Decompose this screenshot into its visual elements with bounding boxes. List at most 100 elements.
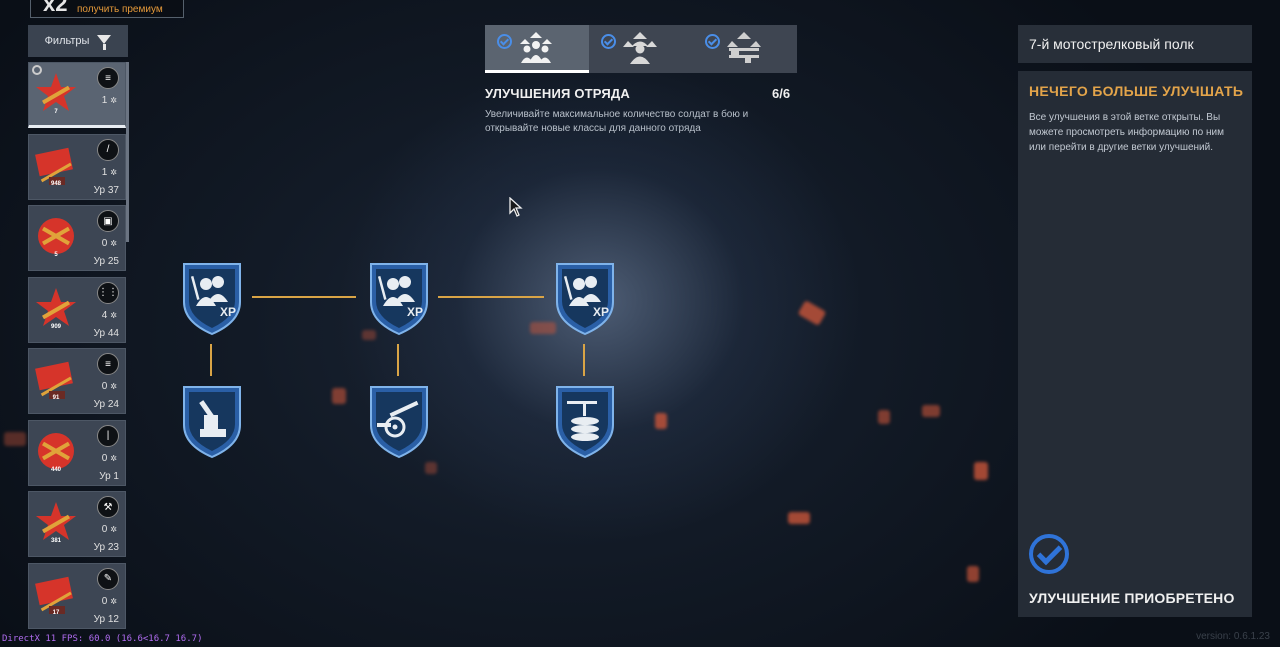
ember — [655, 413, 667, 429]
squad-emblem-number: 948 — [50, 180, 61, 187]
purchased-check-icon — [1029, 534, 1069, 574]
squad-card[interactable]: 948 / 1✲ Ур 37 — [28, 133, 126, 200]
ember — [878, 410, 890, 424]
squad-count: 1✲ — [102, 167, 117, 178]
squad-emblem-icon — [36, 287, 76, 326]
gear-icon: ✲ — [110, 167, 117, 177]
squad-level: Ур 23 — [93, 542, 119, 553]
squad-card[interactable]: 381 ⚒ 0✲ Ур 23 — [28, 491, 126, 557]
squad-level: Ур 37 — [93, 184, 119, 196]
squad-count-value: 0 — [101, 452, 108, 464]
squad-count-value: 0 — [101, 595, 108, 607]
tab-weapon-upgrades[interactable] — [693, 25, 797, 73]
squad-count-value: 4 — [101, 309, 108, 321]
squad-emblem-number: 909 — [50, 323, 61, 330]
purchase-status: УЛУЧШЕНИЕ ПРИОБРЕТЕНО — [1029, 590, 1235, 606]
gear-icon: ✲ — [110, 525, 117, 534]
squad-card[interactable]: 440 | 0✲ Ур 1 — [28, 419, 126, 486]
squad-card[interactable]: 909 ⋮⋮ 4✲ Ур 44 — [28, 276, 126, 343]
ember — [530, 322, 556, 334]
filters-label: Фильтры — [44, 35, 90, 47]
svg-text:XP: XP — [407, 305, 423, 319]
gear-icon: ✲ — [110, 310, 117, 320]
soldier-upgrade-icon — [623, 32, 657, 64]
upgrade-node-squad-xp-icon[interactable]: XP — [553, 262, 617, 336]
squad-level: Ур 1 — [99, 470, 119, 482]
tree-connector — [583, 344, 585, 376]
squad-card[interactable]: 17✎0✲Ур 12 — [28, 562, 126, 629]
svg-text:XP: XP — [220, 305, 236, 319]
squad-emblem-icon — [36, 73, 76, 111]
upgrades-description: Увеличивайте максимальное количество сол… — [485, 109, 749, 134]
ember — [922, 405, 940, 417]
squad-emblem-number: 440 — [50, 466, 61, 473]
premium-badge[interactable]: x2 получить премиум — [30, 0, 184, 18]
squad-count: 0✲ — [102, 381, 117, 392]
medal-icon — [32, 65, 42, 75]
upgrade-node-anti-aircraft-gun-icon[interactable] — [180, 385, 244, 459]
squad-emblem-icon — [36, 502, 76, 540]
ember — [332, 388, 346, 404]
squad-emblem-number: 5 — [54, 252, 58, 258]
squad-count-value: 1 — [101, 95, 108, 106]
squad-count: 0✲ — [102, 524, 117, 535]
squad-count: 4✲ — [102, 310, 117, 321]
squad-emblem-icon — [38, 218, 74, 254]
gear-icon: ✲ — [110, 453, 117, 463]
squad-card[interactable]: 7 ≡ 1✲ — [28, 62, 126, 128]
squad-level: Ур 25 — [93, 256, 119, 267]
tab-squad-upgrades[interactable] — [485, 25, 589, 73]
squad-level: Ур 44 — [93, 327, 119, 339]
check-icon — [705, 34, 720, 49]
ember — [788, 512, 810, 524]
tree-connector — [438, 296, 544, 298]
upgrade-node-machine-gun-sandbags-icon[interactable] — [553, 385, 617, 459]
upgrade-node-squad-xp-icon[interactable]: XP — [180, 262, 244, 336]
squad-card[interactable]: 91≡0✲Ур 24 — [28, 348, 126, 414]
list-icon: ≡ — [97, 67, 119, 89]
upgrades-count: 6/6 — [772, 86, 791, 101]
ember — [425, 462, 437, 474]
ammo-icon: ⋮⋮ — [97, 281, 119, 304]
mouse-cursor-icon — [509, 197, 523, 217]
squad-count-value: 1 — [101, 166, 108, 178]
squad-card[interactable]: 5 ▣ 0✲ Ур 25 — [28, 205, 126, 271]
fps-counter: DirectX 11 FPS: 60.0 (16.6<16.7 16.7) — [2, 634, 203, 644]
grenade-icon: ✎ — [97, 567, 119, 590]
check-icon — [601, 34, 616, 49]
squad-list-scrollbar[interactable] — [126, 62, 129, 242]
squad-emblem-number: 91 — [52, 395, 60, 401]
tree-connector — [210, 344, 212, 376]
squad-emblem-number: 381 — [50, 538, 61, 544]
squad-count: 1✲ — [102, 95, 117, 106]
filter-icon — [97, 34, 112, 50]
gear-icon: ✲ — [110, 596, 117, 606]
squad-emblem-icon — [35, 147, 73, 185]
gear-icon: ✲ — [110, 239, 117, 248]
squad-count: 0✲ — [102, 238, 117, 249]
tree-connector — [252, 296, 356, 298]
version-label: version: 0.6.1.23 — [1196, 631, 1270, 642]
get-premium-link[interactable]: получить премиум — [77, 4, 163, 15]
svg-text:XP: XP — [593, 305, 609, 319]
bullet-icon: | — [97, 424, 119, 447]
ember — [4, 432, 26, 446]
upgrade-node-squad-xp-icon[interactable]: XP — [367, 262, 431, 336]
squad-level: Ур 24 — [93, 399, 119, 410]
squad-emblem-icon — [38, 432, 74, 469]
squad-count-value: 0 — [101, 524, 108, 535]
squad-emblem-number: 17 — [52, 609, 60, 616]
check-icon — [497, 34, 512, 49]
squad-count-value: 0 — [101, 381, 108, 392]
tree-connector — [397, 344, 399, 376]
vehicle-icon: ▣ — [97, 210, 119, 232]
upgrade-node-field-gun-icon[interactable] — [367, 385, 431, 459]
wrench-icon: ⚒ — [97, 496, 119, 518]
filters-button[interactable]: Фильтры — [28, 25, 128, 57]
ember — [797, 300, 827, 326]
squad-emblem-number: 7 — [54, 109, 58, 115]
upgrade-tabs — [485, 25, 797, 73]
knife-icon: / — [97, 138, 119, 161]
tab-soldier-upgrades[interactable] — [589, 25, 693, 73]
panel-heading: НЕЧЕГО БОЛЬШЕ УЛУЧШАТЬ — [1029, 83, 1244, 99]
